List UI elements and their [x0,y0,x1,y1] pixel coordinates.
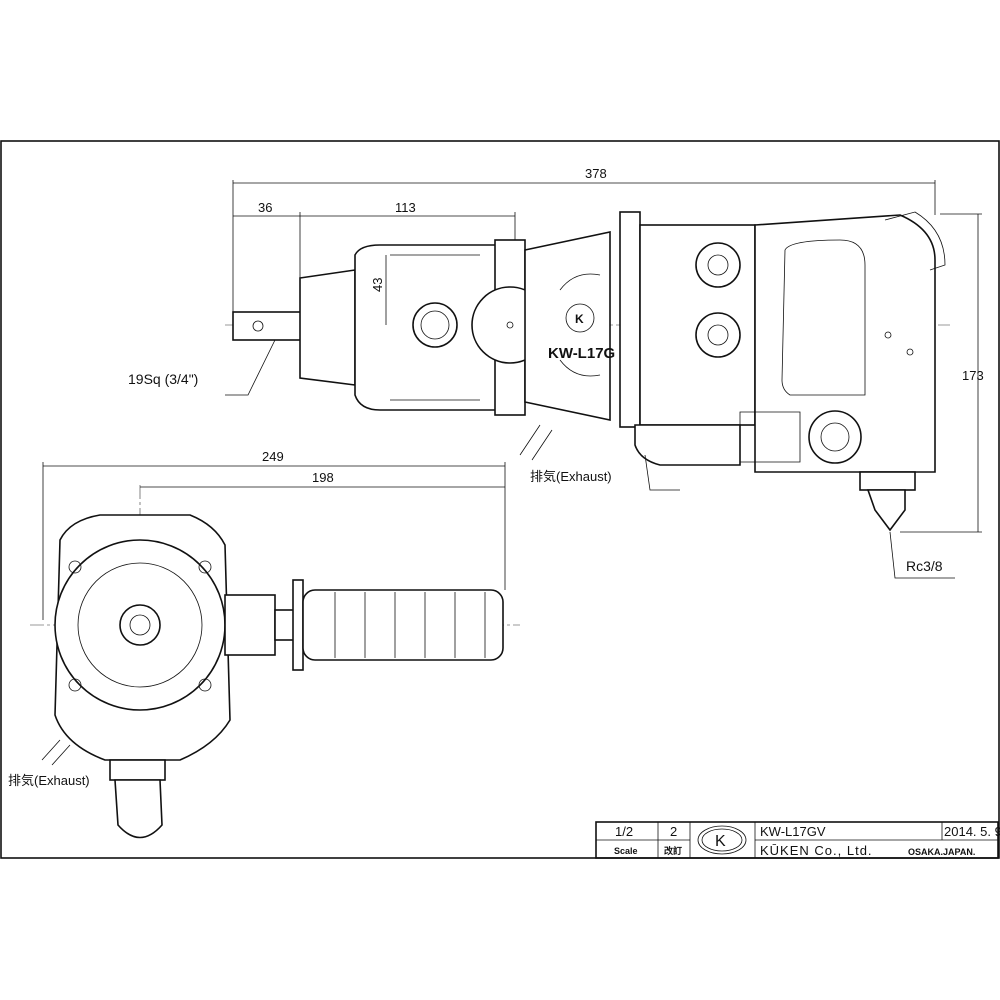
dim-side-handle-length: 198 [312,470,334,485]
dim-handle-span: 249 [262,449,284,464]
svg-text:K: K [575,312,584,326]
front-view: 排気(Exhaust) [8,485,520,839]
dim-overall-height: 173 [962,368,984,383]
drawing-date: 2014. 5. 9 [944,824,1000,839]
side-view-dimensions: 378 36 113 43 173 19Sq (3/4") Rc3/8 排気(E… [128,166,984,579]
body-model-label: KW-L17G [548,345,615,362]
dim-hammer-case-length: 113 [395,200,416,215]
revision-label: 改訂 [664,845,682,856]
dim-overall-length: 378 [585,166,607,181]
side-view: K KW-L17G [225,211,950,532]
revision-value: 2 [670,824,677,839]
dim-center-height: 43 [370,278,385,292]
company-logo: K [715,833,726,850]
callout-square-drive: 19Sq (3/4") [128,371,198,387]
callout-exhaust-top: 排気(Exhaust) [530,469,612,484]
model-number: KW-L17GV [760,824,826,839]
front-view-dimensions: 249 198 [42,449,506,620]
callout-exhaust-bottom: 排気(Exhaust) [8,773,90,788]
drawing-frame [0,140,1000,859]
company-location: OSAKA.JAPAN. [908,847,975,857]
company-name: KŪKEN Co., Ltd. [760,843,873,858]
callout-air-inlet: Rc3/8 [906,558,943,574]
dim-anvil-length: 36 [258,200,272,215]
title-block: K 1/2 Scale 2 改訂 KW-L17GV 2014. 5. 9 KŪK… [595,821,1000,859]
scale-value: 1/2 [615,824,633,839]
scale-label: Scale [614,846,638,856]
